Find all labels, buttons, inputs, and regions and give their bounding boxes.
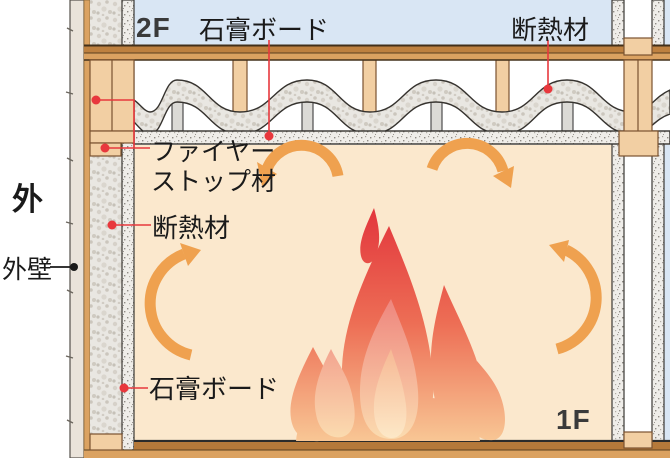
fire-stop-block-right [618, 130, 659, 157]
left-wall-framing [89, 59, 135, 451]
outside-label: 外 [12, 182, 43, 217]
fire-stop-material-label: ファイヤー ストップ材 [151, 137, 276, 197]
insulation-wall-label: 断熱材 [152, 213, 231, 243]
floor-insulation-batt [133, 79, 670, 135]
convection-arrow-left-icon [144, 243, 201, 361]
lower-floor-boards [84, 439, 670, 458]
flame-icon [290, 208, 505, 442]
convection-arrow-top-right-icon [426, 137, 514, 188]
gypsum-board-ceiling-label: 石膏ボード [199, 15, 330, 45]
convection-arrows [144, 137, 602, 361]
exterior-wall-label: 外壁 [2, 256, 53, 284]
exterior-wall-pointer [50, 263, 78, 271]
floor-cavity [133, 59, 670, 135]
fire-stop-material-label-line2: ストップ材 [151, 168, 277, 196]
gypsum-board-wall-label: 石膏ボード [149, 374, 280, 404]
convection-arrow-top-left-icon [257, 139, 344, 186]
siding-texture-ticks [65, 27, 74, 424]
fire-stop-material-label-line1: ファイヤー [151, 138, 276, 166]
right-wall-framing [618, 37, 659, 449]
leader-lines [50, 40, 553, 393]
upper-floor-boards [84, 44, 670, 61]
floor-2f-label: 2F [136, 12, 171, 43]
floor-1f-label: 1F [556, 404, 591, 435]
insulation-floor-label: 断熱材 [511, 15, 590, 45]
convection-arrow-right-icon [549, 240, 602, 355]
